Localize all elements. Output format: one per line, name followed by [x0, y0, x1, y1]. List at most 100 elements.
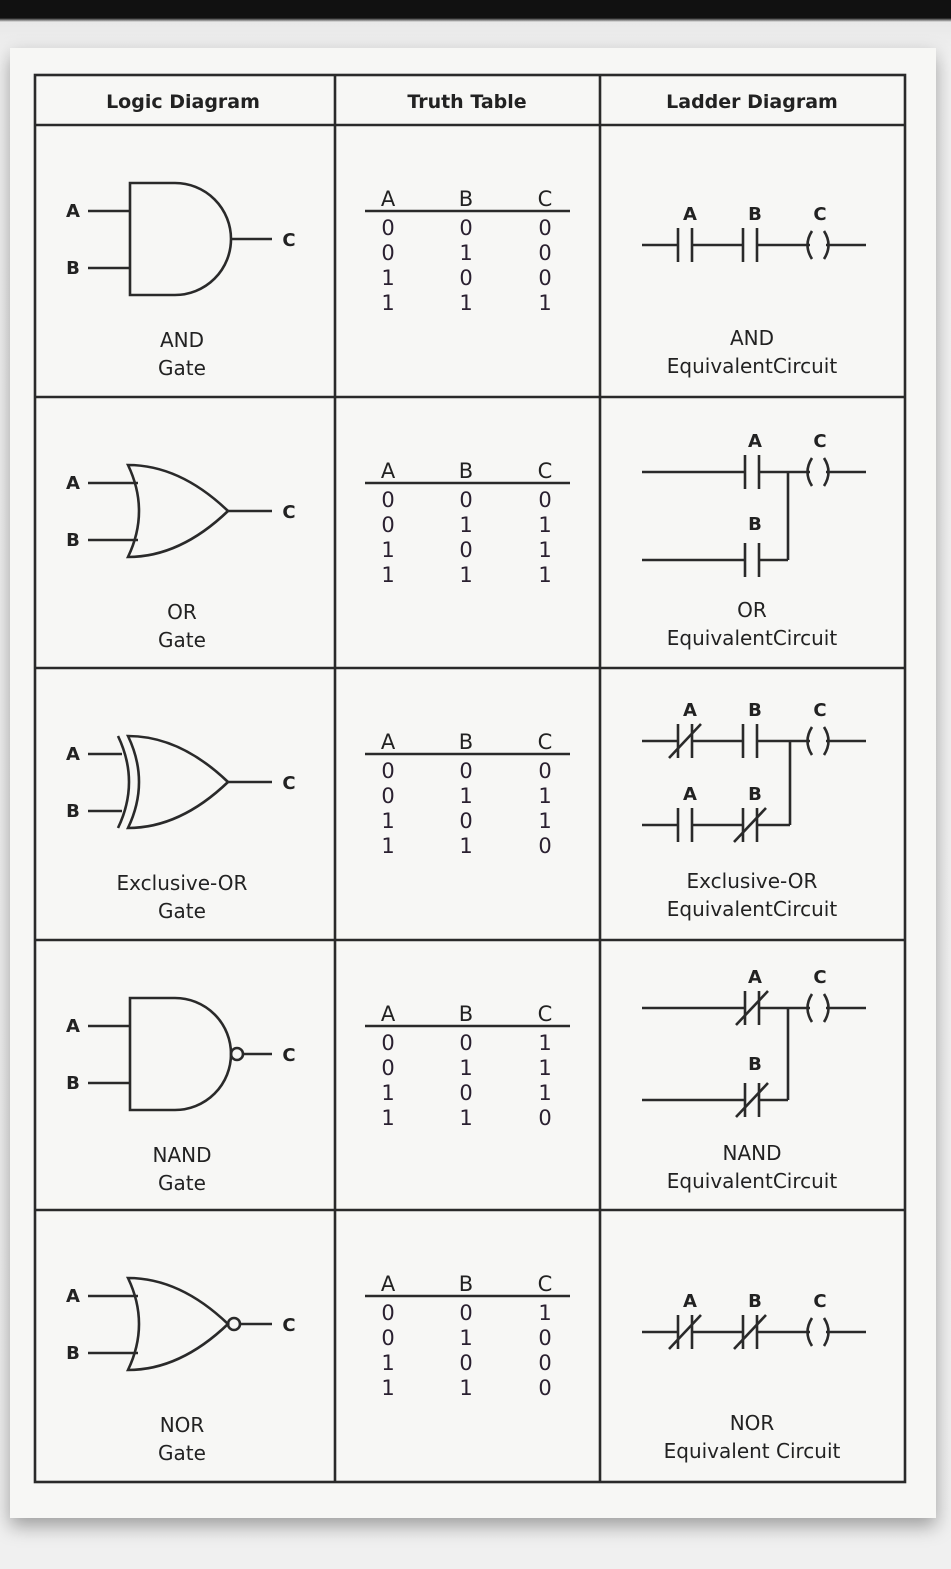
truth-cell: 0 [538, 216, 551, 240]
ladder-label: C [813, 700, 826, 721]
ladder-caption-suffix: EquivalentCircuit [667, 1169, 838, 1193]
truth-cell: 1 [538, 538, 551, 562]
truth-cell: 1 [538, 1301, 551, 1325]
xor-gate-symbol: A B C [66, 734, 296, 830]
ladder-label: B [748, 784, 762, 805]
truth-cell: 0 [459, 809, 472, 833]
gate-name: NAND [152, 1143, 211, 1167]
truth-cell: 0 [459, 1351, 472, 1375]
input-label-a: A [66, 744, 80, 765]
coil-icon [806, 993, 814, 1023]
gate-name-suffix: Gate [158, 899, 206, 923]
or-gate-symbol: ABC [66, 463, 296, 559]
output-label-c: C [282, 773, 295, 794]
truth-cell: 1 [538, 1031, 551, 1055]
ladder-label: A [683, 784, 697, 805]
input-label-a: A [66, 201, 80, 222]
truth-cell: 1 [381, 1081, 394, 1105]
ladder-caption: NAND [722, 1141, 781, 1165]
truth-cell: 1 [538, 513, 551, 537]
ladder-caption-suffix: Equivalent Circuit [664, 1439, 841, 1463]
output-label-c: C [282, 1045, 295, 1066]
truth-cell: 1 [381, 1106, 394, 1130]
truth-cell: 0 [538, 1376, 551, 1400]
or-body [125, 463, 230, 559]
input-label-b: B [66, 258, 80, 279]
coil-icon [806, 457, 814, 487]
output-label-c: C [282, 1315, 295, 1336]
truth-header: B [459, 187, 473, 211]
ladder-label: B [748, 1054, 762, 1075]
ladder-label: A [683, 700, 697, 721]
truth-cell: 1 [459, 834, 472, 858]
ladder-diagram: A B C A B [642, 700, 866, 843]
truth-cell: 1 [459, 1056, 472, 1080]
nand-gate-symbol: ABC [66, 996, 296, 1112]
gate-name-suffix: Gate [158, 1171, 206, 1195]
truth-header: A [381, 187, 396, 211]
table-border [33, 73, 907, 1484]
truth-header: C [538, 187, 553, 211]
truth-cell: 1 [538, 784, 551, 808]
ladder-label: C [813, 967, 826, 988]
input-label-b: B [66, 801, 80, 822]
gate-name-suffix: Gate [158, 628, 206, 652]
truth-cell: 1 [538, 563, 551, 587]
truth-cell: 0 [538, 1351, 551, 1375]
ladder-label: C [813, 431, 826, 452]
truth-header: C [538, 1002, 553, 1026]
truth-cell: 0 [381, 1326, 394, 1350]
nc-slash [733, 807, 767, 843]
truth-cell: 0 [538, 834, 551, 858]
gate-name: AND [160, 328, 204, 352]
input-label-a: A [66, 1016, 80, 1037]
ladder-label: C [813, 204, 826, 225]
nc-slash [735, 1082, 769, 1118]
truth-cell: 1 [381, 1376, 394, 1400]
gate-name-suffix: Gate [158, 356, 206, 380]
ladder-caption: NOR [730, 1411, 775, 1435]
ladder-label: B [748, 1291, 762, 1312]
truth-cell: 1 [381, 809, 394, 833]
truth-cell: 0 [459, 1031, 472, 1055]
truth-cell: 0 [381, 513, 394, 537]
truth-cell: 0 [459, 266, 472, 290]
truth-cell: 0 [459, 488, 472, 512]
input-label-b: B [66, 530, 80, 551]
truth-header: B [459, 730, 473, 754]
ladder-label: B [748, 700, 762, 721]
nc-slash [735, 990, 769, 1026]
ladder-label: A [748, 967, 762, 988]
ladder-caption-suffix: EquivalentCircuit [667, 626, 838, 650]
ladder-diagram: A C B [642, 967, 866, 1118]
ladder-label: A [748, 431, 762, 452]
coil-icon [806, 1317, 814, 1347]
truth-cell: 1 [538, 291, 551, 315]
truth-header: A [381, 1002, 396, 1026]
ladder-label: B [748, 514, 762, 535]
and-gate-symbol: ABC [66, 181, 296, 297]
truth-cell: 1 [459, 291, 472, 315]
truth-cell: 1 [459, 784, 472, 808]
gate-name-suffix: Gate [158, 1441, 206, 1465]
truth-cell: 1 [459, 1106, 472, 1130]
truth-cell: 0 [459, 216, 472, 240]
truth-cell: 1 [381, 1351, 394, 1375]
coil-icon [806, 726, 814, 756]
truth-cell: 0 [381, 784, 394, 808]
ladder-label: B [748, 204, 762, 225]
truth-cell: 0 [381, 241, 394, 265]
truth-cell: 1 [538, 1081, 551, 1105]
ladder-caption-suffix: EquivalentCircuit [667, 897, 838, 921]
gate-name: NOR [160, 1413, 205, 1437]
truth-cell: 0 [538, 759, 551, 783]
truth-cell: 1 [538, 1056, 551, 1080]
nor-gate-symbol: ABC [66, 1276, 296, 1372]
